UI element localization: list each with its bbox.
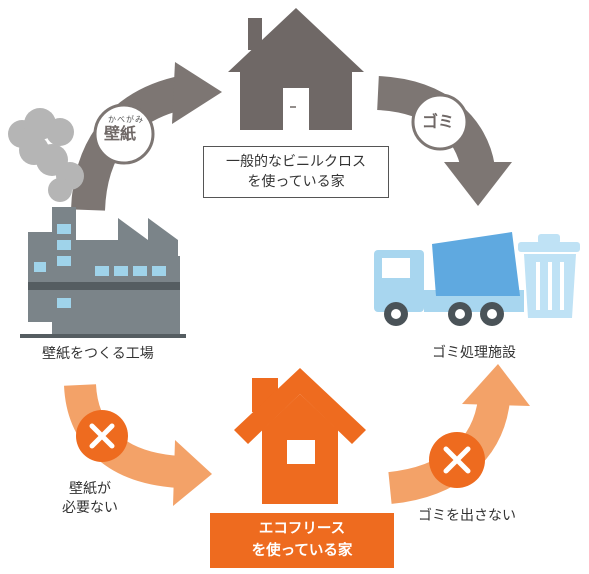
wallpaper-badge — [93, 103, 155, 165]
ordinary-house-label-line1: 一般的なビニルクロス — [226, 153, 366, 170]
no-wallpaper-label-line1: 壁紙が — [69, 481, 111, 497]
x-mark-icon — [429, 432, 485, 488]
ordinary-house-label: 一般的なビニルクロス を使っている家 — [203, 146, 389, 198]
wallpaper-badge-ruby: かべがみ — [108, 115, 144, 124]
garbage-badge-text: ゴミ — [422, 112, 455, 131]
factory-label: 壁紙をつくる工場 — [42, 346, 154, 362]
x-mark-icon — [76, 410, 128, 462]
eco-house-label-line2: を使っている家 — [251, 542, 353, 559]
eco-house-label-line1: エコフリース — [258, 521, 346, 538]
ordinary-house-label-line2: を使っている家 — [247, 174, 345, 190]
trash-bin-icon — [518, 234, 580, 318]
orange-house-icon — [234, 368, 366, 504]
wallpaper-badge-text: 壁紙 — [104, 124, 137, 143]
no-garbage-label: ゴミを出さない — [418, 508, 516, 524]
garbage-badge — [411, 93, 469, 151]
gray-house-icon — [228, 8, 364, 130]
no-wallpaper-label-line2: 必要ない — [62, 499, 118, 516]
factory-icon — [20, 207, 186, 338]
eco-house-label: エコフリース を使っている家 — [210, 513, 394, 568]
smoke-icon — [8, 108, 84, 202]
no-wallpaper-label: 壁紙が 必要ない — [62, 480, 118, 518]
garbage-truck-icon — [374, 232, 524, 326]
waste-facility-label: ゴミ処理施設 — [432, 345, 516, 361]
